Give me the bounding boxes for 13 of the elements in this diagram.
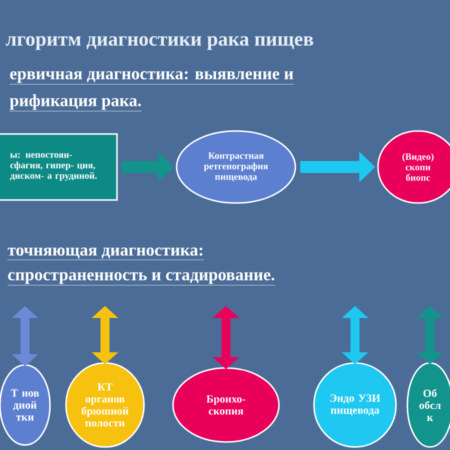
section-heading: точняющая диагностика: — [7, 248, 204, 260]
process-box: ы: непостоян- сфагия, гипер- ция, диском- а грудиной. — [0, 133, 118, 201]
ellipse-node: Об обсл к — [406, 362, 450, 448]
ellipse-node: Т нов дной тки — [0, 364, 51, 446]
ellipse-node: (Видео) скопи биопс — [377, 130, 450, 204]
ellipse-node: Эндо УЗИ пищевода — [313, 362, 397, 448]
slide-title: лгоритм диагностики рака пищев — [6, 36, 314, 50]
section-heading: рификация рака. — [9, 94, 142, 112]
ellipse-node: Бронхо- скопия — [172, 367, 280, 443]
ellipse-node: КТ органов брюшной полости — [65, 362, 145, 448]
section-heading: спространенность и стадирование. — [7, 272, 276, 286]
section-heading: ервичная диагностика: выявление и — [9, 71, 294, 84]
ellipse-node: Контрастная ретгенография пищевода — [176, 130, 296, 204]
